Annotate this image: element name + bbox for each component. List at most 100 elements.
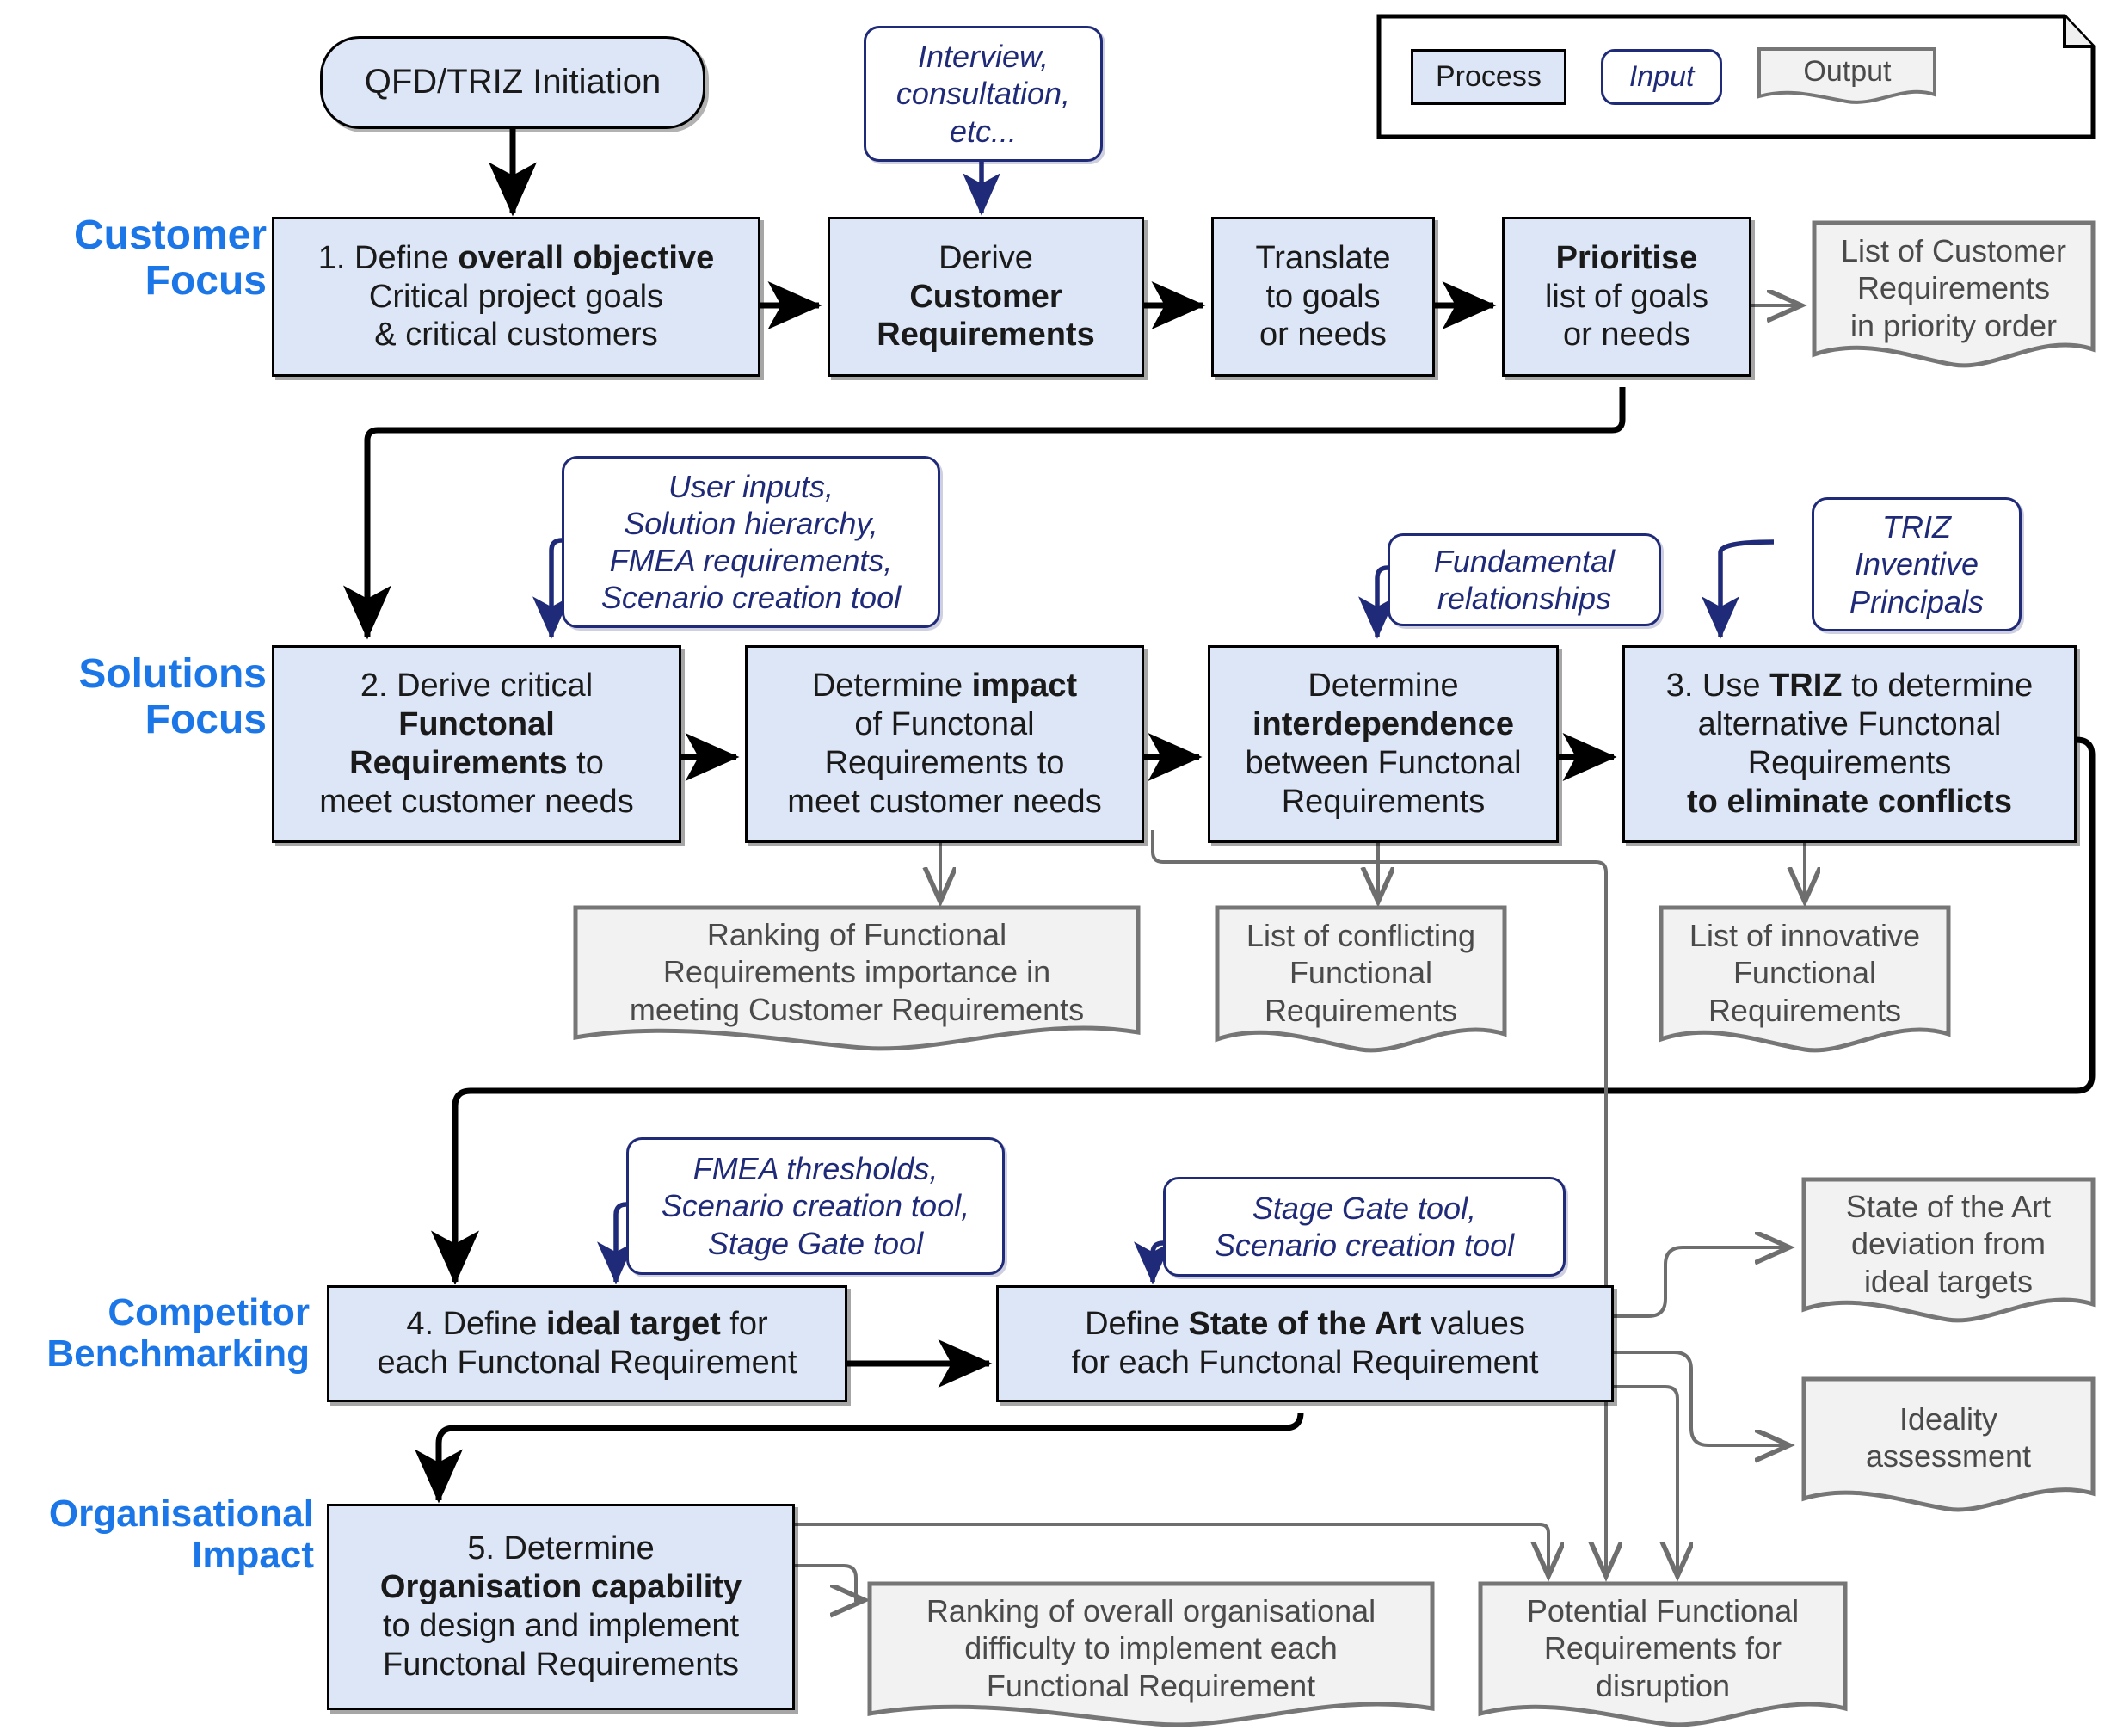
output-o4-label: List of innovative Functional Requiremen… xyxy=(1689,918,1921,1028)
lane-competitor-line2: Benchmarking xyxy=(46,1333,310,1376)
output-doc-shape xyxy=(867,1581,1435,1727)
p1-line1-wrap: 1. Define overall objective xyxy=(318,239,714,278)
output-o2-label: Ranking of Functional Requirements impor… xyxy=(629,917,1085,1027)
lane-org-line2: Impact xyxy=(192,1534,314,1577)
lane-label-solutions-focus: Solutions Focus xyxy=(9,651,267,743)
output-doc-shape xyxy=(1812,220,2096,368)
process-define-state-of-the-art[interactable]: Define State of the Art values for each … xyxy=(996,1285,1614,1402)
p4b-line1: Define xyxy=(1085,1306,1189,1343)
p1b-bold2: Requirements xyxy=(877,317,1095,354)
input-stage-gate-label: Stage Gate tool, Scenario creation tool xyxy=(1214,1190,1515,1263)
p2-line2-wrap: Requirements to xyxy=(319,744,633,783)
lane-org-line1: Organisational xyxy=(48,1493,314,1535)
process-define-ideal-target[interactable]: 4. Define ideal target for each Functona… xyxy=(327,1285,847,1402)
input-stage-gate[interactable]: Stage Gate tool, Scenario creation tool xyxy=(1163,1177,1566,1277)
input-fundamental-relationships[interactable]: Fundamental relationships xyxy=(1388,533,1661,626)
input-fmea-thresholds[interactable]: FMEA thresholds, Scenario creation tool,… xyxy=(626,1137,1005,1275)
p3-line1: 3. Use xyxy=(1665,668,1770,705)
input-triz-inventive-principals[interactable]: TRIZ Inventive Principals xyxy=(1812,497,2022,631)
output-doc-shape xyxy=(1801,1376,2096,1512)
p1-line2: Critical project goals xyxy=(368,278,664,315)
p5-line1: 5. Determine xyxy=(467,1530,655,1567)
p1d-bold1: Prioritise xyxy=(1555,239,1698,276)
process-use-triz-alternative-requirements[interactable]: 3. Use TRIZ to determine alternative Fun… xyxy=(1622,645,2077,843)
output-o1-label: List of Customer Requirements in priorit… xyxy=(1840,233,2067,343)
p2b-line1: Determine xyxy=(811,668,972,705)
p1d-line2: list of goals xyxy=(1544,278,1709,315)
p4b-line1-wrap: Define State of the Art values xyxy=(1072,1305,1539,1344)
input-fmea-label: FMEA thresholds, Scenario creation tool,… xyxy=(661,1151,970,1261)
lane-solutions-line1: Solutions xyxy=(78,651,267,697)
p2b-bold1: impact xyxy=(971,668,1078,705)
p2c-line1: Determine xyxy=(1308,668,1459,705)
lane-label-customer-focus: Customer Focus xyxy=(9,212,267,305)
p4-line1-wrap: 4. Define ideal target for xyxy=(378,1305,797,1344)
p5-line3: Functonal Requirements xyxy=(383,1646,739,1683)
p3-bold1: TRIZ xyxy=(1769,668,1843,705)
input-interview[interactable]: Interview, consultation, etc... xyxy=(864,26,1103,162)
p2b-line2: of Functonal xyxy=(854,706,1035,743)
p2-tail2: to xyxy=(567,745,604,781)
lane-label-organisational-impact: Organisational Impact xyxy=(0,1493,314,1577)
process-translate-to-goals[interactable]: Translate to goals or needs xyxy=(1211,217,1435,377)
p1b-bold1: Customer xyxy=(909,278,1062,315)
input-fundamental-label: Fundamental relationships xyxy=(1433,543,1616,616)
p1d-line3: or needs xyxy=(1563,317,1690,354)
process-determine-impact[interactable]: Determine impact of Functonal Requiremen… xyxy=(745,645,1144,843)
p4-tail1: for xyxy=(720,1306,768,1343)
output-o3-label: List of conflicting Functional Requireme… xyxy=(1246,918,1476,1028)
legend-process-chip: Process xyxy=(1411,48,1566,105)
legend-output-label: Output xyxy=(1803,54,1892,88)
p4b-bold1: State of the Art xyxy=(1188,1306,1422,1343)
p3-bold2: to eliminate conflicts xyxy=(1687,783,2012,820)
legend-output-chip: Output xyxy=(1757,46,1937,107)
p3-line3: Requirements xyxy=(1747,745,1952,781)
p2-bold2: Requirements xyxy=(349,745,568,781)
p2c-bold1: interdependence xyxy=(1252,706,1515,743)
input-user-inputs[interactable]: User inputs, Solution hierarchy, FMEA re… xyxy=(562,456,940,628)
p4b-tail1: values xyxy=(1421,1306,1525,1343)
legend-input-chip: Input xyxy=(1600,48,1723,105)
p2b-line4: meet customer needs xyxy=(787,783,1102,820)
lane-competitor-line1: Competitor xyxy=(108,1291,310,1333)
p1c-line1: Translate xyxy=(1255,239,1391,276)
legend-process-label: Process xyxy=(1436,59,1542,93)
output-state-of-the-art-deviation: State of the Art deviation from ideal ta… xyxy=(1801,1177,2096,1330)
start-node-label: QFD/TRIZ Initiation xyxy=(364,63,662,102)
lane-customer-line1: Customer xyxy=(73,212,267,258)
process-determine-organisation-capability[interactable]: 5. Determine Organisation capability to … xyxy=(327,1504,795,1710)
p4-line2: each Functonal Requirement xyxy=(377,1345,797,1381)
output-o5-label: State of the Art deviation from ideal ta… xyxy=(1845,1189,2052,1299)
process-determine-interdependence[interactable]: Determine interdependence between Functo… xyxy=(1208,645,1559,843)
process-derive-critical-functional-requirements[interactable]: 2. Derive critical Functonal Requirement… xyxy=(272,645,681,843)
process-define-overall-objective[interactable]: 1. Define overall objective Critical pro… xyxy=(272,217,760,377)
p1c-line2: to goals xyxy=(1265,278,1381,315)
lane-solutions-line2: Focus xyxy=(145,696,267,742)
p4-bold1: ideal target xyxy=(546,1306,721,1343)
input-triz-label: TRIZ Inventive Principals xyxy=(1849,509,1985,619)
output-ranking-of-functional-requirements: Ranking of Functional Requirements impor… xyxy=(573,905,1141,1058)
p5-line2: to design and implement xyxy=(382,1608,740,1644)
output-list-of-conflicting-requirements: List of conflicting Functional Requireme… xyxy=(1215,905,1507,1060)
p3-tail1: to determine xyxy=(1842,668,2034,705)
output-potential-requirements-for-disruption: Potential Functional Requirements for di… xyxy=(1478,1581,1848,1734)
output-o7-label: Ranking of overall organisational diffic… xyxy=(926,1593,1376,1703)
lane-label-competitor-benchmarking: Competitor Benchmarking xyxy=(0,1291,310,1376)
output-o6-label: Ideality assessment xyxy=(1865,1400,2032,1474)
p2-line1: 2. Derive critical xyxy=(360,668,594,705)
output-ideality-assessment: Ideality assessment xyxy=(1801,1376,2096,1517)
process-derive-customer-requirements[interactable]: Derive Customer Requirements xyxy=(828,217,1144,377)
p2-line3: meet customer needs xyxy=(319,783,634,820)
start-node-qfd-triz-initiation[interactable]: QFD/TRIZ Initiation xyxy=(320,36,705,129)
p3-line1-wrap: 3. Use TRIZ to determine xyxy=(1666,667,2034,705)
p2b-line1-wrap: Determine impact xyxy=(787,667,1101,705)
p1-line1: 1. Define xyxy=(317,239,459,276)
p1b-line1: Derive xyxy=(939,239,1033,276)
p1-line3: & critical customers xyxy=(374,317,658,354)
input-user-inputs-label: User inputs, Solution hierarchy, FMEA re… xyxy=(600,468,902,616)
p1c-line3: or needs xyxy=(1259,317,1387,354)
output-o8-label: Potential Functional Requirements for di… xyxy=(1526,1593,1800,1703)
output-list-of-innovative-requirements: List of innovative Functional Requiremen… xyxy=(1659,905,1951,1060)
p3-line2: alternative Functonal xyxy=(1697,706,2002,743)
process-prioritise-list-of-goals[interactable]: Prioritise list of goals or needs xyxy=(1502,217,1751,377)
